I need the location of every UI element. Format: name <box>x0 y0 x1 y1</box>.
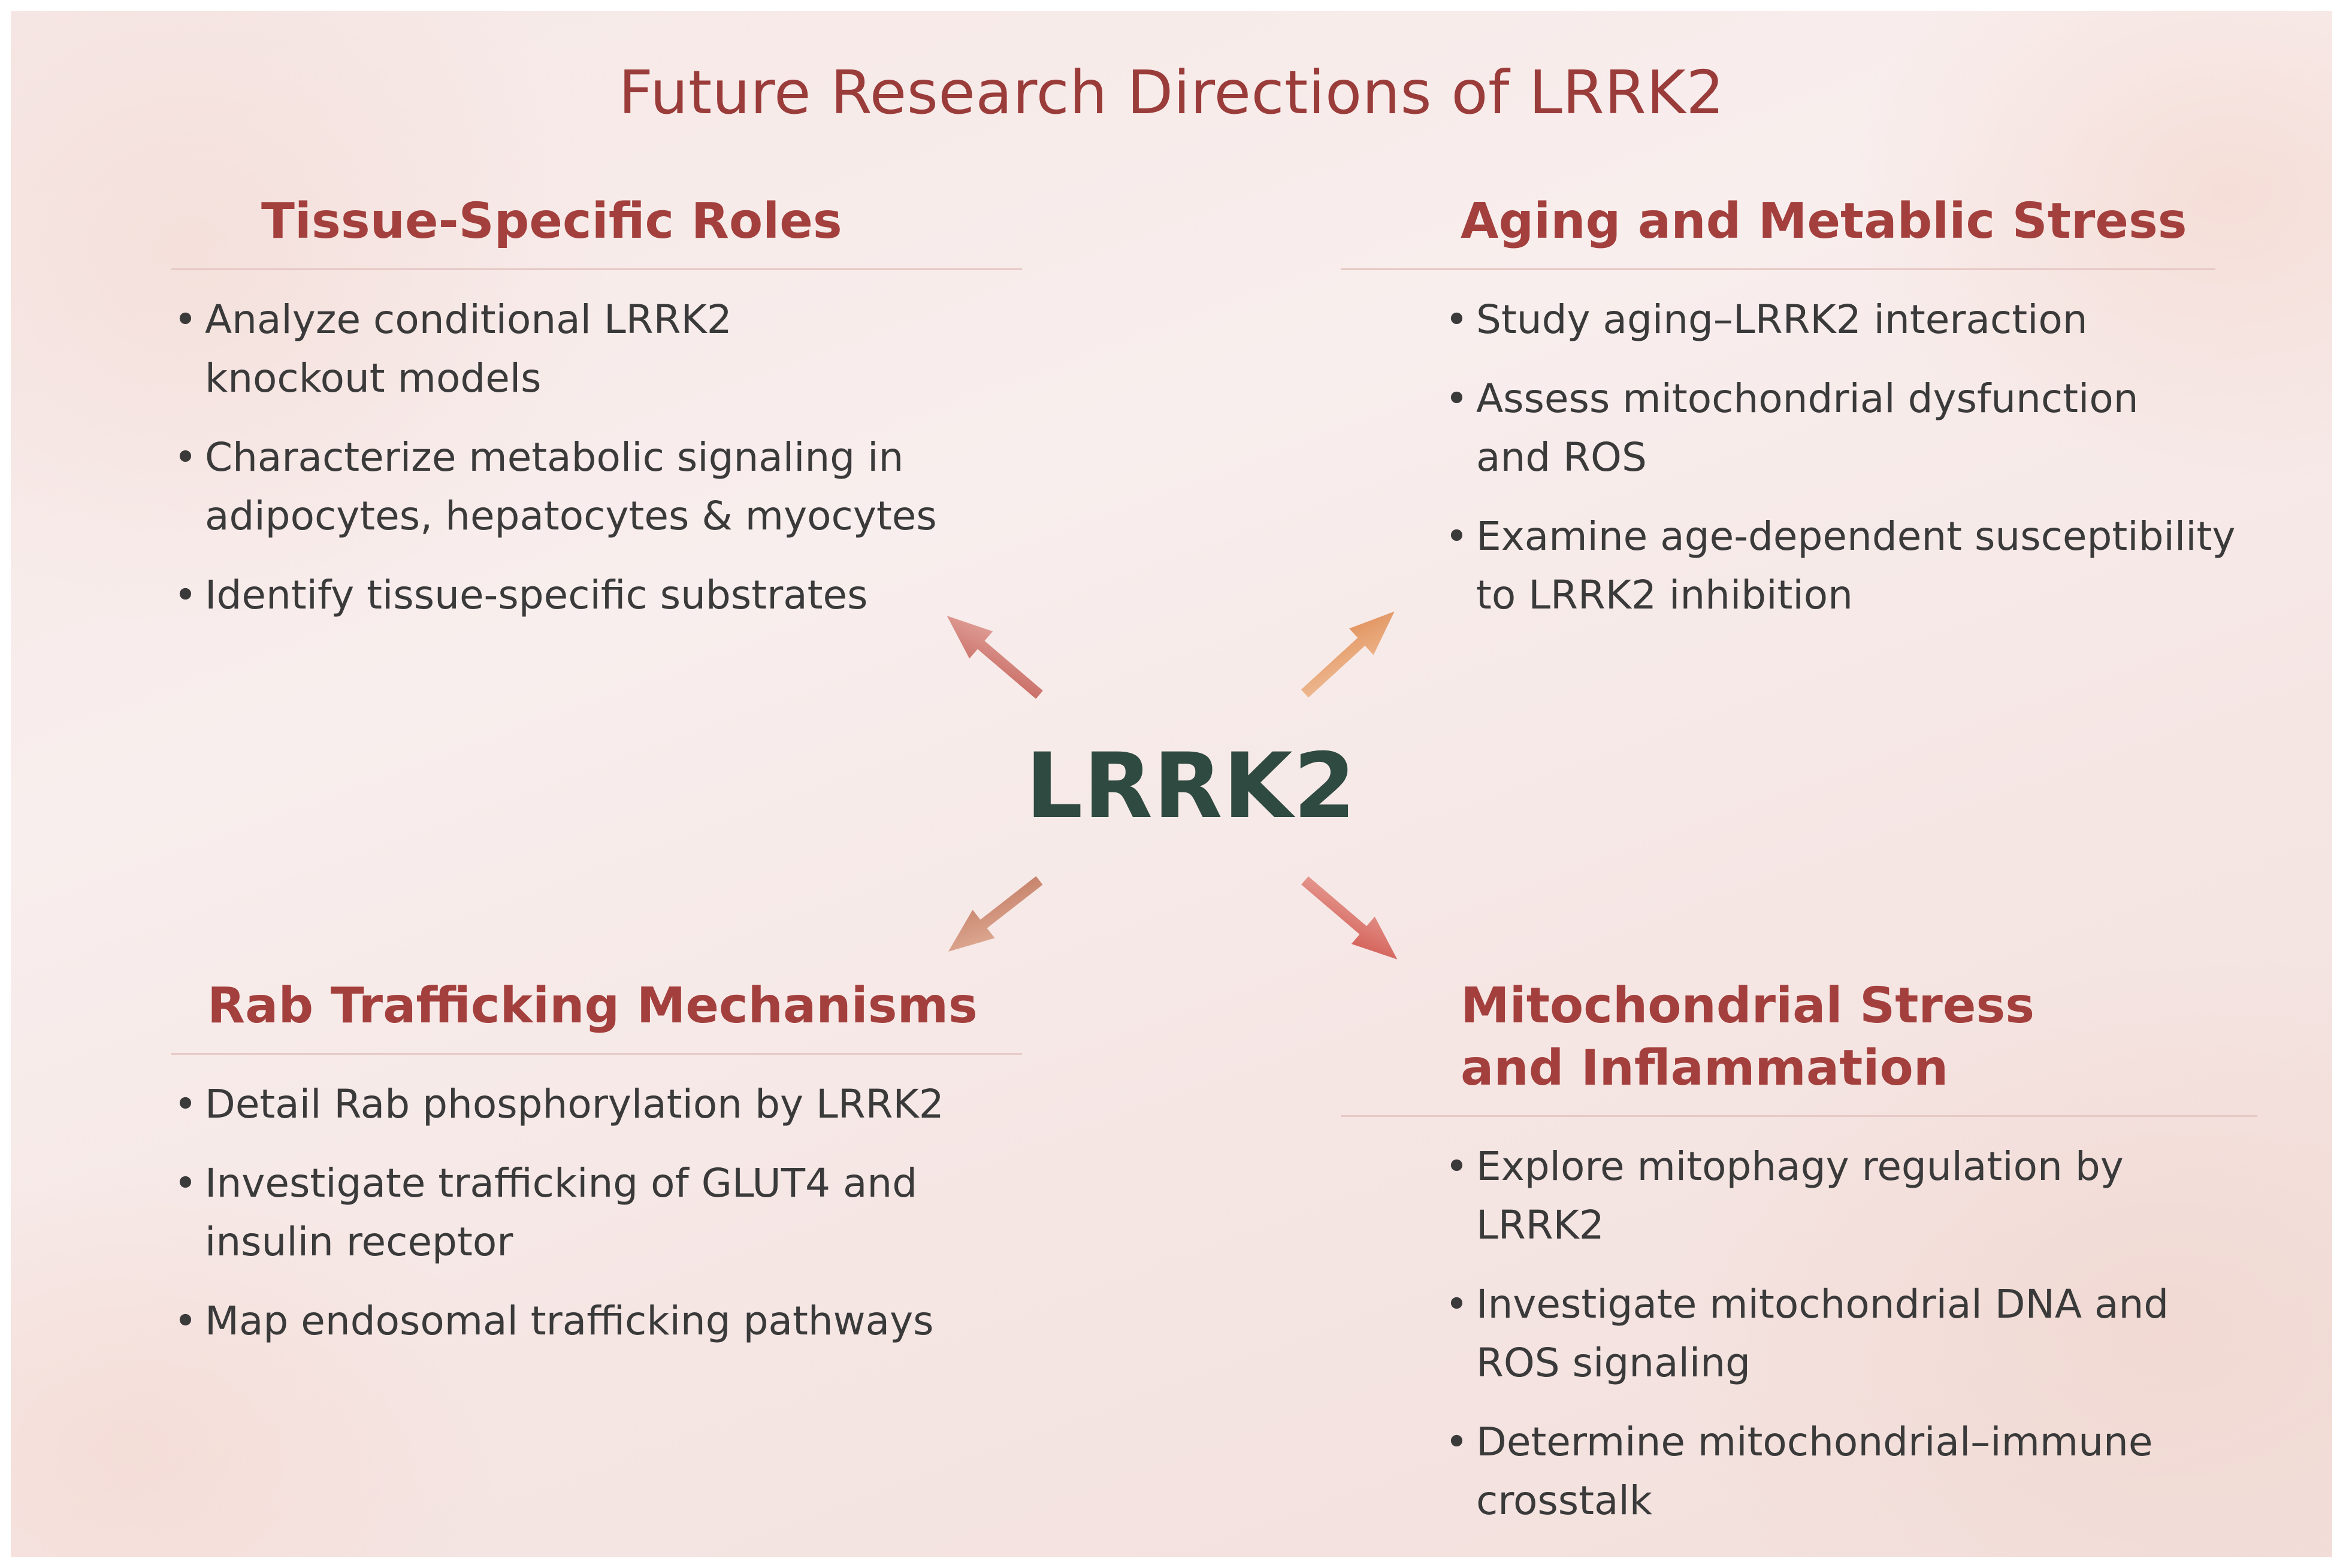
list-item: • Characterize metabolic signaling in ad… <box>171 428 960 546</box>
bullet-list: • Explore mitophagy regulation by LRRK2 … <box>1341 1137 2257 1530</box>
section-aging-metabolic-stress: Aging and Metablic Stress • Study aging–… <box>1341 190 2235 625</box>
arrow-icon-bottom-right <box>1301 876 1398 959</box>
section-heading: Mitochondrial Stress and Inflammation <box>1461 977 2035 1097</box>
list-item-text: Explore mitophagy regulation by LRRK2 <box>1476 1143 2124 1248</box>
arrow-icon-bottom-left <box>948 876 1043 952</box>
section-divider <box>1341 1115 2257 1117</box>
section-divider <box>171 1053 1022 1055</box>
arrows-layer <box>947 611 1398 959</box>
bullet-icon: • <box>1445 1419 1468 1465</box>
section-rab-trafficking: Rab Trafficking Mechanisms • Detail Rab … <box>171 975 1022 1351</box>
list-item-text: Identify tissue-specific substrates <box>205 572 868 618</box>
center-node-label: LRRK2 <box>1025 734 1357 839</box>
list-item-text: Characterize metabolic signaling in adip… <box>205 434 937 539</box>
bullet-list: • Study aging–LRRK2 interaction • Assess… <box>1341 290 2235 625</box>
list-item-text: Map endosomal trafficking pathways <box>205 1298 934 1344</box>
bullet-icon: • <box>1445 1143 1468 1189</box>
bullet-list: • Detail Rab phosphorylation by LRRK2 • … <box>171 1075 1022 1351</box>
list-item: • Assess mitochondrial dysfunction and R… <box>1443 370 2195 487</box>
section-heading: Tissue-Specific Roles <box>261 193 842 250</box>
arrow-icon-top-right <box>1301 611 1395 698</box>
list-item: • Investigate trafficking of GLUT4 and i… <box>171 1154 942 1272</box>
bullet-icon: • <box>174 1160 197 1206</box>
bullet-icon: • <box>1445 1281 1468 1327</box>
bullet-icon: • <box>1445 376 1468 422</box>
bullet-list: • Analyze conditional LRRK2 knockout mod… <box>171 290 980 625</box>
list-item: • Detail Rab phosphorylation by LRRK2 <box>171 1075 1020 1134</box>
list-item-text: Investigate trafficking of GLUT4 and ins… <box>205 1160 918 1265</box>
section-heading: Rab Trafficking Mechanisms <box>207 977 978 1034</box>
bullet-icon: • <box>174 572 197 618</box>
section-divider <box>1341 268 2215 270</box>
list-item: • Explore mitophagy regulation by LRRK2 <box>1443 1137 2255 1255</box>
list-item: • Analyze conditional LRRK2 knockout mod… <box>171 290 810 408</box>
bullet-icon: • <box>174 434 197 480</box>
list-item-text: Examine age-dependent susceptibility to … <box>1476 513 2236 618</box>
section-heading: Aging and Metablic Stress <box>1461 193 2187 250</box>
bullet-icon: • <box>1445 513 1468 559</box>
list-item: • Identify tissue-specific substrates <box>171 566 984 625</box>
list-item-text: Detail Rab phosphorylation by LRRK2 <box>205 1081 944 1127</box>
arrow-icon-top-left <box>947 616 1043 699</box>
section-divider <box>171 268 1022 270</box>
bullet-icon: • <box>174 1298 197 1344</box>
list-item-text: Determine mitochondrial–immune crosstalk <box>1476 1419 2153 1524</box>
list-item: • Examine age-dependent susceptibility t… <box>1443 507 2255 625</box>
diagram-canvas: Future Research Directions of LRRK2 Tiss… <box>11 11 2332 1557</box>
page-title: Future Research Directions of LRRK2 <box>618 57 1725 128</box>
list-item-text: Assess mitochondrial dysfunction and ROS <box>1476 376 2139 480</box>
bullet-icon: • <box>174 296 197 343</box>
list-item-text: Study aging–LRRK2 interaction <box>1476 296 2088 343</box>
list-item: • Determine mitochondrial–immune crossta… <box>1443 1413 2279 1530</box>
list-item: • Map endosomal trafficking pathways <box>171 1292 1020 1351</box>
bullet-icon: • <box>1445 296 1468 343</box>
list-item: • Investigate mitochondrial DNA and ROS … <box>1443 1275 2195 1393</box>
list-item-text: Investigate mitochondrial DNA and ROS si… <box>1476 1281 2169 1386</box>
bullet-icon: • <box>174 1081 197 1127</box>
section-tissue-specific-roles: Tissue-Specific Roles • Analyze conditio… <box>171 190 1022 625</box>
list-item: • Study aging–LRRK2 interaction <box>1443 290 2213 349</box>
section-mitochondrial-stress-inflammation: Mitochondrial Stress and Inflammation • … <box>1341 975 2257 1530</box>
list-item-text: Analyze conditional LRRK2 knockout model… <box>205 296 732 401</box>
